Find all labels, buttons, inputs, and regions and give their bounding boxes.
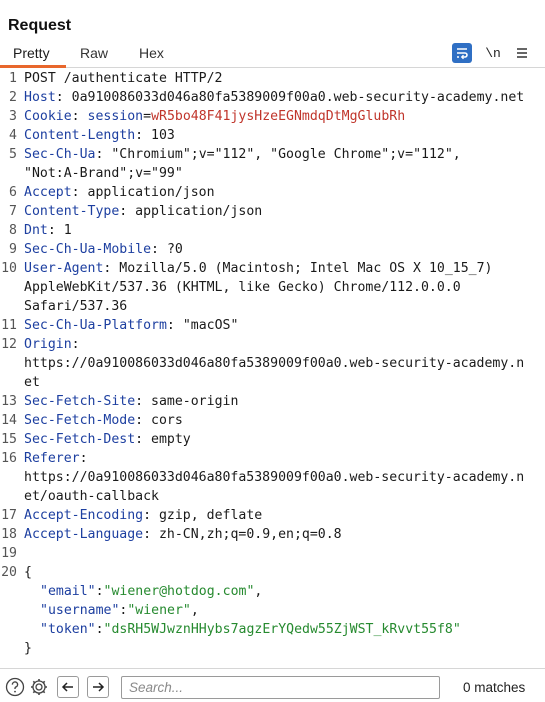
json-line: "email":"wiener@hotdog.com",: [40, 584, 263, 599]
cookie-name: session: [79, 109, 144, 124]
header-value: ?0: [159, 242, 183, 257]
arrow-left-icon: [61, 682, 73, 692]
header-name: Sec-Fetch-Dest: [24, 432, 136, 447]
json-value: "dsRH5WJwznHHybs7agzErYQedw55ZjWST_kRvvt…: [103, 622, 461, 637]
match-count: 0 matches: [463, 680, 526, 695]
cookie-value: wR5bo48F41jysHzeEGNmdqDtMgGlubRh: [151, 109, 406, 124]
code-line-continuation: "Not:A-Brand";v="99": [24, 166, 183, 181]
header-value: "macOS": [174, 318, 239, 333]
tab-hex[interactable]: Hex: [139, 45, 164, 61]
word-wrap-button[interactable]: [452, 43, 472, 63]
gear-icon: [31, 679, 47, 695]
header-name: Sec-Ch-Ua: [24, 147, 96, 162]
json-line: "token":"dsRH5WJwznHHybs7agzErYQedw55ZjW…: [40, 622, 461, 637]
json-value: "wiener@hotdog.com": [103, 584, 255, 599]
code-line-continuation: https://0a910086033d046a80fa5389009f00a0…: [24, 356, 525, 371]
header-value: "Chromium";v="112", "Google Chrome";v="1…: [103, 147, 461, 162]
code-line: 20{: [1, 565, 32, 580]
header-value: zh-CN,zh;q=0.9,en;q=0.8: [151, 527, 342, 542]
code-line-continuation: et: [24, 375, 40, 390]
code-line-continuation: AppleWebKit/537.36 (KHTML, like Gecko) C…: [24, 280, 461, 295]
header-name: Accept: [24, 185, 72, 200]
header-value: gzip, deflate: [151, 508, 263, 523]
view-tabs: Pretty Raw Hex \n: [0, 40, 545, 68]
header-name: Referer: [24, 451, 80, 466]
active-tab-indicator: [0, 65, 66, 68]
panel-title: Request: [8, 17, 72, 34]
settings-button[interactable]: [28, 676, 50, 698]
header-name: User-Agent: [24, 261, 104, 276]
header-name: Sec-Ch-Ua-Mobile: [24, 242, 152, 257]
header-value: 1: [55, 223, 72, 238]
json-key: "token": [40, 622, 96, 637]
code-line-continuation: https://0a910086033d046a80fa5389009f00a0…: [24, 470, 525, 485]
header-name: Accept-Language: [24, 527, 144, 542]
json-key: "email": [40, 584, 96, 599]
header-value: cors: [143, 413, 183, 428]
header-name: Origin: [24, 337, 72, 352]
previous-match-button[interactable]: [57, 676, 79, 698]
tab-pretty[interactable]: Pretty: [13, 45, 50, 61]
header-name: Content-Length: [24, 128, 136, 143]
word-wrap-icon: [457, 48, 468, 60]
header-value: same-origin: [143, 394, 239, 409]
header-value: empty: [143, 432, 191, 447]
code-line-continuation: Safari/537.36: [24, 299, 128, 314]
show-newlines-button[interactable]: \n: [485, 45, 501, 61]
header-value: Mozilla/5.0 (Macintosh; Intel Mac OS X 1…: [111, 261, 493, 276]
code-line: 19: [1, 546, 17, 561]
header-value: 103: [143, 128, 175, 143]
header-name: Content-Type: [24, 204, 120, 219]
hamburger-menu-icon: [517, 48, 527, 58]
json-line: "username":"wiener",: [40, 603, 199, 618]
json-value: "wiener": [127, 603, 191, 618]
search-bar: 0 matches: [0, 668, 545, 702]
header-name: Accept-Encoding: [24, 508, 144, 523]
header-name: Sec-Fetch-Site: [24, 394, 136, 409]
header-value: application/json: [127, 204, 263, 219]
header-value: 0a910086033d046a80fa5389009f00a0.web-sec…: [63, 90, 525, 105]
search-input[interactable]: [121, 676, 440, 699]
next-match-button[interactable]: [87, 676, 109, 698]
code-line-continuation: et/oauth-callback: [24, 489, 159, 504]
help-icon: [5, 677, 25, 697]
help-button[interactable]: [4, 676, 26, 698]
json-line: }: [24, 641, 32, 656]
arrow-right-icon: [93, 682, 105, 692]
header-name: Host: [24, 90, 56, 105]
header-name: Dnt: [24, 223, 48, 238]
tab-raw[interactable]: Raw: [80, 45, 109, 61]
header-name: Sec-Fetch-Mode: [24, 413, 136, 428]
json-key: "username": [40, 603, 120, 618]
header-name: Sec-Ch-Ua-Platform: [24, 318, 167, 333]
menu-button[interactable]: [513, 43, 531, 63]
header-value: application/json: [79, 185, 215, 200]
header-name: Cookie: [24, 109, 72, 124]
